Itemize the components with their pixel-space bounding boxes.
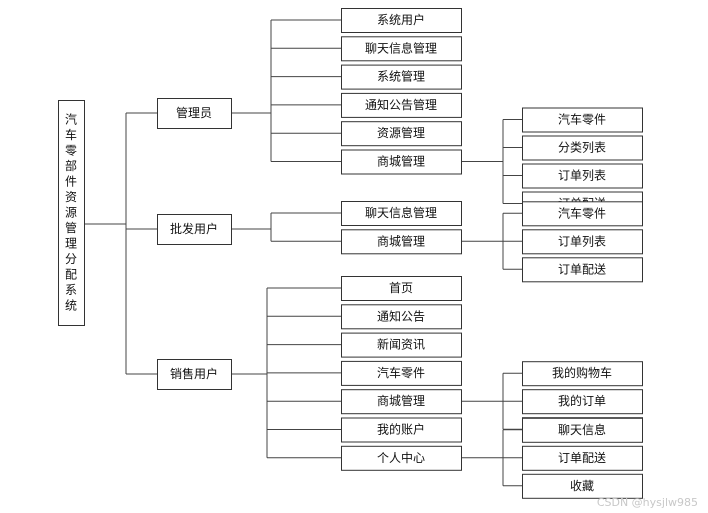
item-node-sales-4-box — [341, 389, 462, 415]
item-node-sales-5-box — [341, 417, 462, 443]
item-node-sales-6-box — [341, 445, 462, 471]
diagram-nodes: 汽车零部件资源管理分配系统 管理员 系统用户聊天信息管理系统管理通知公告管理资源管理… — [58, 8, 643, 499]
item-node-sales-1-label: 通知公告 — [377, 309, 425, 323]
item-node-admin-3-label: 通知公告管理 — [365, 97, 437, 112]
sub-node-admin-5-2: 订单列表 — [522, 163, 643, 189]
root-node-box — [58, 100, 85, 326]
sub-node-admin-5-1-box — [522, 135, 643, 161]
sub-node-wholesale-1-0-box — [522, 201, 643, 227]
role-node-sales: 销售用户 — [157, 359, 232, 390]
sub-node-sales-4-1-label: 我的订单 — [558, 393, 606, 408]
item-node-sales-6: 个人中心 — [341, 445, 462, 471]
sub-node-sales-6-2-box — [522, 473, 643, 499]
sub-node-sales-6-2-label: 收藏 — [570, 479, 594, 493]
item-node-sales-1: 通知公告 — [341, 304, 462, 330]
item-node-sales-0-box — [341, 276, 462, 301]
item-node-admin-0-label: 系统用户 — [377, 12, 425, 27]
role-node-sales-box — [157, 359, 232, 390]
sub-node-sales-4-0: 我的购物车 — [522, 361, 643, 387]
item-node-admin-2: 系统管理 — [341, 64, 462, 90]
sub-node-admin-5-0-box — [522, 107, 643, 133]
item-node-sales-3: 汽车零件 — [341, 360, 462, 386]
item-node-admin-2-box — [341, 64, 462, 90]
item-node-wholesale-1: 商城管理 — [341, 229, 462, 255]
sub-node-admin-5-0: 汽车零件 — [522, 107, 643, 133]
sub-node-sales-6-2: 收藏 — [522, 473, 643, 499]
item-node-admin-0: 系统用户 — [341, 8, 462, 33]
item-node-admin-0-box — [341, 8, 462, 33]
item-node-admin-1-box — [341, 36, 462, 62]
item-node-sales-0: 首页 — [341, 276, 462, 301]
sub-node-admin-5-2-label: 订单列表 — [558, 169, 606, 183]
role-node-wholesale-label: 批发用户 — [170, 221, 218, 236]
item-node-sales-3-box — [341, 360, 462, 386]
role-node-admin-label: 管理员 — [176, 105, 212, 120]
item-node-admin-4-box — [341, 121, 462, 147]
sub-node-wholesale-1-1: 订单列表 — [522, 229, 643, 255]
item-node-admin-1: 聊天信息管理 — [341, 36, 462, 62]
item-node-sales-3-label: 汽车零件 — [377, 365, 425, 380]
root-node-label: 汽车零部件资源管理分配系统 — [65, 112, 77, 313]
sub-node-admin-5-1: 分类列表 — [522, 135, 643, 161]
sub-node-sales-4-1: 我的订单 — [522, 389, 643, 415]
item-node-sales-5: 我的账户 — [341, 417, 462, 443]
item-node-admin-3-box — [341, 92, 462, 118]
watermark: CSDN @hysjlw985 — [596, 496, 698, 509]
item-node-admin-3: 通知公告管理 — [341, 92, 462, 118]
role-node-sales-label: 销售用户 — [170, 366, 218, 381]
sub-node-wholesale-1-1-label: 订单列表 — [558, 234, 606, 248]
item-node-admin-5-box — [341, 149, 462, 175]
sub-node-sales-6-0-label: 聊天信息 — [558, 422, 606, 437]
item-node-sales-2-label: 新闻资讯 — [377, 337, 425, 352]
sub-node-wholesale-1-0-label: 汽车零件 — [558, 205, 606, 220]
item-node-sales-0-label: 首页 — [389, 281, 413, 295]
role-node-admin-box — [157, 98, 232, 129]
item-node-admin-4-label: 资源管理 — [377, 125, 425, 140]
item-node-wholesale-1-box — [341, 229, 462, 255]
sub-node-sales-6-1: 订单配送 — [522, 445, 643, 471]
root-node: 汽车零部件资源管理分配系统 — [58, 100, 85, 326]
sub-node-wholesale-1-2-label: 订单配送 — [558, 261, 606, 276]
item-node-wholesale-0: 聊天信息管理 — [341, 201, 462, 226]
sub-node-wholesale-1-1-box — [522, 229, 643, 255]
role-node-wholesale: 批发用户 — [157, 214, 232, 245]
item-node-sales-5-label: 我的账户 — [377, 422, 425, 437]
connector-lines — [84, 19, 522, 487]
sub-node-sales-4-0-box — [522, 361, 643, 387]
item-node-sales-1-box — [341, 304, 462, 330]
item-node-admin-4: 资源管理 — [341, 121, 462, 147]
role-node-admin: 管理员 — [157, 98, 232, 129]
sub-node-sales-6-0-box — [522, 417, 643, 443]
sub-node-wholesale-1-2-box — [522, 257, 643, 283]
sub-node-wholesale-1-2: 订单配送 — [522, 257, 643, 283]
item-node-admin-1-label: 聊天信息管理 — [365, 40, 437, 55]
item-node-sales-4-label: 商城管理 — [377, 393, 425, 408]
item-node-wholesale-0-box — [341, 201, 462, 226]
item-node-wholesale-1-label: 商城管理 — [377, 233, 425, 248]
item-node-sales-4: 商城管理 — [341, 389, 462, 415]
item-node-admin-5-label: 商城管理 — [377, 154, 425, 169]
sub-node-admin-5-2-box — [522, 163, 643, 189]
sub-node-sales-6-1-label: 订单配送 — [558, 450, 606, 465]
sub-node-sales-4-0-label: 我的购物车 — [552, 365, 612, 380]
item-node-admin-5: 商城管理 — [341, 149, 462, 175]
item-node-sales-6-label: 个人中心 — [377, 450, 425, 465]
role-node-wholesale-box — [157, 214, 232, 245]
sub-node-sales-6-0: 聊天信息 — [522, 417, 643, 443]
sub-node-sales-6-1-box — [522, 445, 643, 471]
sub-node-sales-4-1-box — [522, 389, 643, 415]
item-node-sales-2: 新闻资讯 — [341, 332, 462, 358]
item-node-admin-2-label: 系统管理 — [377, 69, 425, 84]
sub-node-wholesale-1-0: 汽车零件 — [522, 201, 643, 227]
item-node-sales-2-box — [341, 332, 462, 358]
sub-node-admin-5-1-label: 分类列表 — [558, 141, 606, 155]
item-node-wholesale-0-label: 聊天信息管理 — [365, 205, 437, 220]
sub-node-admin-5-0-label: 汽车零件 — [558, 112, 606, 127]
